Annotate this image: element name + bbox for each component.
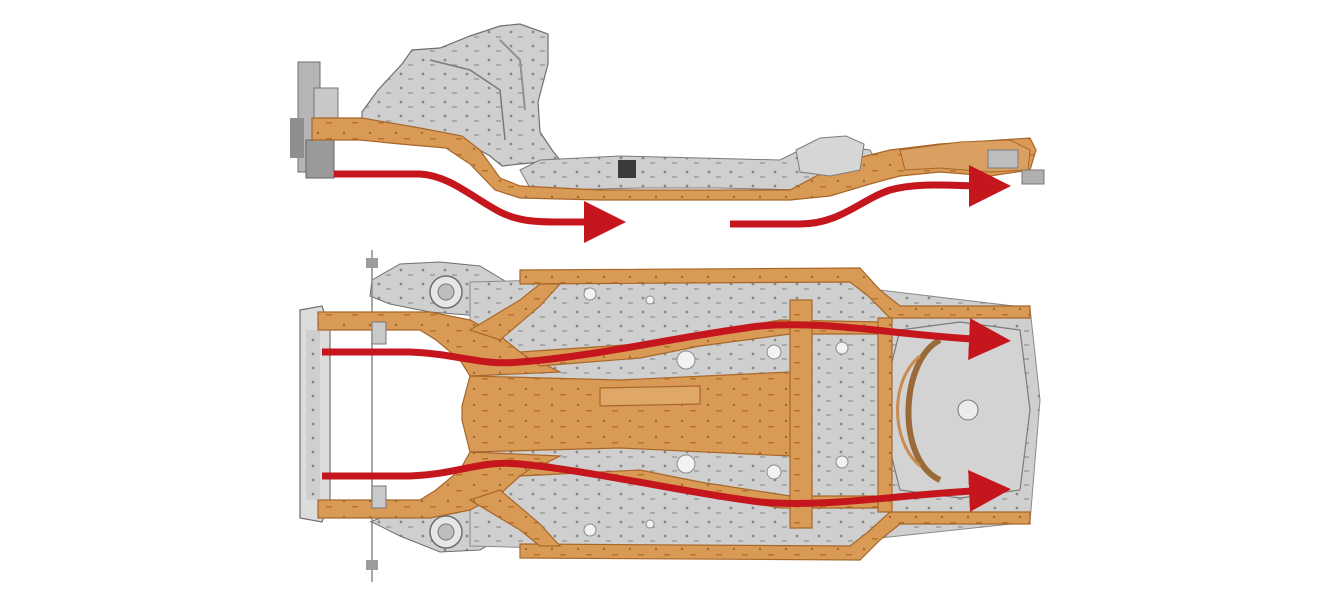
side-view — [290, 23, 1045, 243]
bottom-frame-structure — [317, 267, 1031, 561]
front-bracket — [290, 61, 339, 179]
floor-holes — [583, 287, 849, 537]
front-mount-lower — [371, 485, 387, 509]
bottom-arrow-lower — [322, 459, 1011, 512]
side-arrow-front — [334, 170, 626, 243]
side-frame-rail — [311, 117, 1037, 201]
bottom-arrow-upper — [322, 318, 1011, 367]
front-mount-upper — [371, 321, 387, 345]
rear-spare-well — [879, 321, 1031, 499]
side-arrow-rear — [730, 164, 1011, 228]
front-bumper-beam — [299, 250, 378, 582]
bottom-view — [299, 250, 1041, 582]
